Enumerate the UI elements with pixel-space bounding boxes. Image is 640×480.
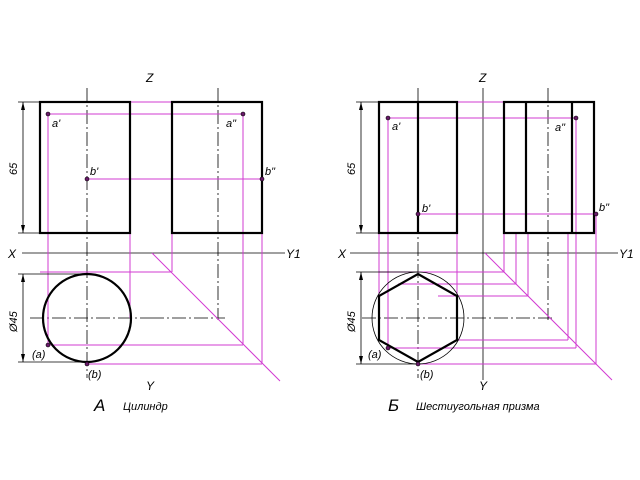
caption-letter-a: А	[93, 396, 105, 415]
axis-x-label-b: X	[337, 247, 347, 261]
point-b-a	[84, 361, 90, 367]
drawing-a-cylinder: Z X Y1 Y 65 Ø45 a' a" b' b" (a) (b) А Ци…	[7, 71, 301, 415]
caption-title-b: Шестиугольная призма	[416, 401, 540, 413]
point-a1-b	[385, 115, 391, 121]
label-a2-a: a"	[226, 118, 237, 130]
axis-x-label-a: X	[7, 247, 17, 261]
label-b-a: (b)	[88, 369, 102, 381]
axis-y-label-a: Y	[146, 379, 155, 393]
point-a-b	[385, 345, 391, 351]
label-a2-b: a"	[555, 122, 566, 134]
axis-y-label-b: Y	[479, 379, 488, 393]
dimension-diameter-b	[356, 271, 418, 365]
dim-height-label-b: 65	[346, 162, 358, 175]
dimension-65-b	[356, 101, 379, 234]
point-a-a	[45, 342, 51, 348]
front-view-rect-a	[38, 100, 132, 235]
label-b2-b: b"	[599, 202, 610, 214]
label-a1-b: a'	[392, 121, 401, 133]
label-b1-b: b'	[422, 203, 431, 215]
point-a2-a	[240, 111, 246, 117]
axis-z-label-b: Z	[478, 71, 487, 85]
dimension-diameter-a	[18, 273, 87, 363]
construction-lines-b	[378, 101, 613, 381]
label-a-b: (a)	[368, 349, 382, 361]
dim-height-label-a: 65	[8, 162, 20, 175]
caption-title-a: Цилиндр	[123, 401, 168, 413]
point-b2-b	[593, 211, 599, 217]
point-a1-a	[45, 111, 51, 117]
side-view-rect-a	[170, 100, 264, 235]
axis-z-label-a: Z	[145, 71, 154, 85]
dim-diameter-label-b: Ø45	[346, 310, 358, 333]
label-b-b: (b)	[420, 369, 434, 381]
point-a2-b	[573, 115, 579, 121]
label-b1-a: b'	[90, 166, 99, 178]
point-b1-b	[415, 211, 421, 217]
dimension-65-a	[18, 101, 40, 234]
caption-letter-b: Б	[388, 396, 399, 415]
point-b2-a	[259, 176, 265, 182]
axis-y1-label-b: Y1	[619, 247, 634, 261]
side-view-rect-b	[502, 100, 596, 235]
construction-lines-a	[40, 101, 281, 382]
drawing-b-prism: Z X Y1 Y 65 Ø45 a' a" b' b" (a) (b) Б Ше…	[337, 71, 634, 415]
point-b-b	[415, 361, 421, 367]
point-b1-a	[84, 176, 90, 182]
label-b2-a: b"	[265, 166, 276, 178]
label-a-a: (a)	[32, 349, 46, 361]
axis-y1-label-a: Y1	[286, 247, 301, 261]
label-a1-a: a'	[52, 118, 61, 130]
dim-diameter-label-a: Ø45	[8, 310, 20, 333]
